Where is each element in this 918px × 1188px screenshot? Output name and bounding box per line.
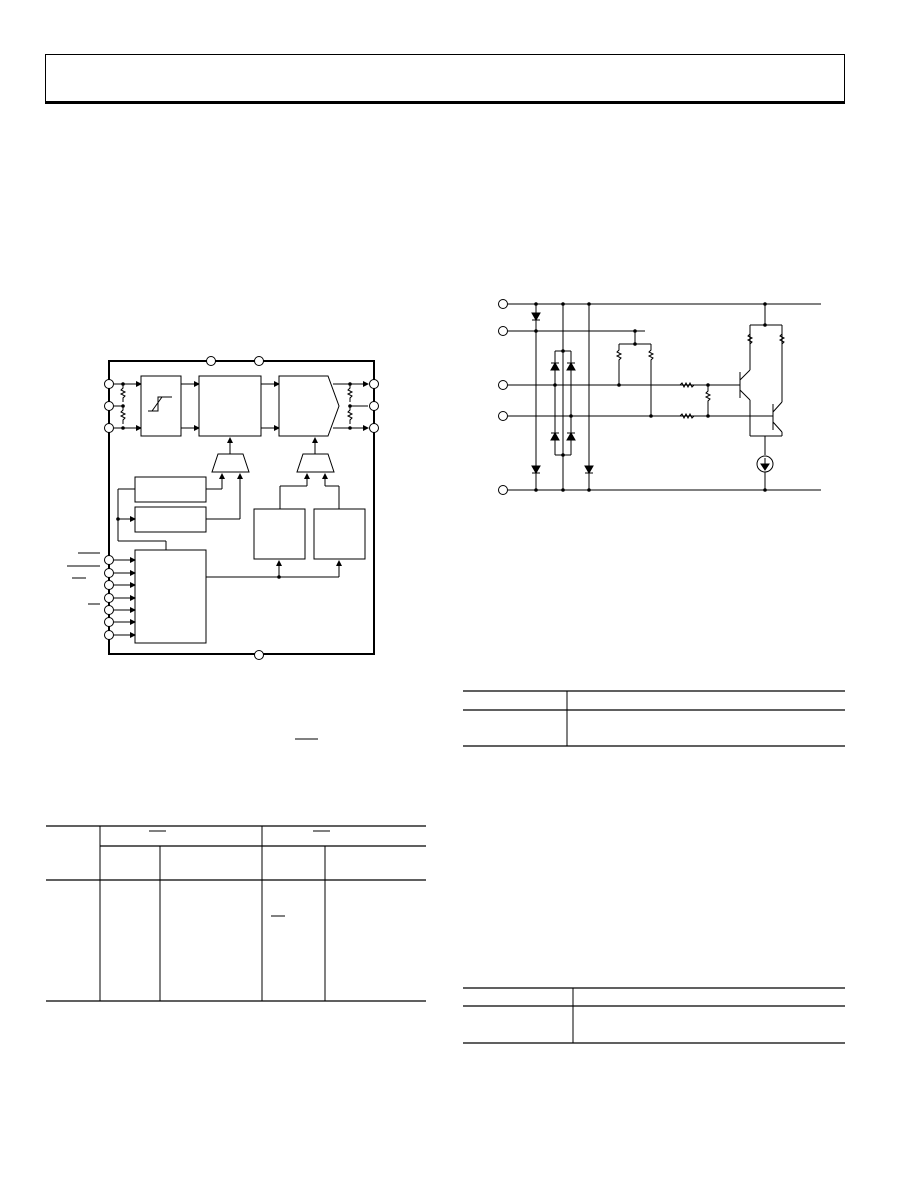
schematic-pin-1	[498, 299, 508, 309]
schematic-pin-4	[498, 411, 508, 421]
input-buffer-block	[140, 375, 182, 437]
input-termination-resistor-1	[119, 384, 127, 402]
top-pin-2	[254, 356, 264, 366]
schematic-pin-2	[498, 326, 508, 336]
input-termination-resistor-2	[119, 406, 127, 424]
dac-block-1	[253, 508, 306, 560]
delay-mux	[211, 453, 250, 473]
esd-diodes	[531, 312, 594, 475]
chip-outline	[108, 360, 375, 655]
hysteresis-icon	[148, 396, 172, 412]
output-driver-block	[278, 375, 340, 437]
output-pin-2	[369, 401, 379, 411]
schematic-pin-5	[498, 485, 508, 495]
top-pin-1	[206, 356, 216, 366]
dac-block-2	[313, 508, 366, 560]
bias-resistor-1	[615, 344, 623, 385]
page-header-rule	[45, 101, 845, 104]
register-block-2	[134, 506, 207, 533]
shunt-resistor	[704, 385, 712, 416]
output-pin-3	[369, 423, 379, 433]
series-resistor-1	[679, 381, 695, 389]
output-termination-resistor-1	[346, 384, 354, 402]
collector-resistor-1	[746, 330, 754, 348]
output-mux	[296, 453, 335, 473]
bottom-pin	[254, 650, 264, 660]
schematic-pin-3	[498, 380, 508, 390]
input-pin-2	[104, 401, 114, 411]
digital-input-pins	[67, 552, 136, 640]
collector-resistor-2	[778, 330, 786, 348]
series-resistor-2	[679, 412, 695, 420]
bias-resistor-2	[647, 344, 655, 416]
output-termination-resistor-2	[346, 406, 354, 424]
input-pin-1	[104, 379, 114, 389]
input-pin-3	[104, 423, 114, 433]
delay-block	[198, 375, 262, 437]
output-pin-1	[369, 379, 379, 389]
